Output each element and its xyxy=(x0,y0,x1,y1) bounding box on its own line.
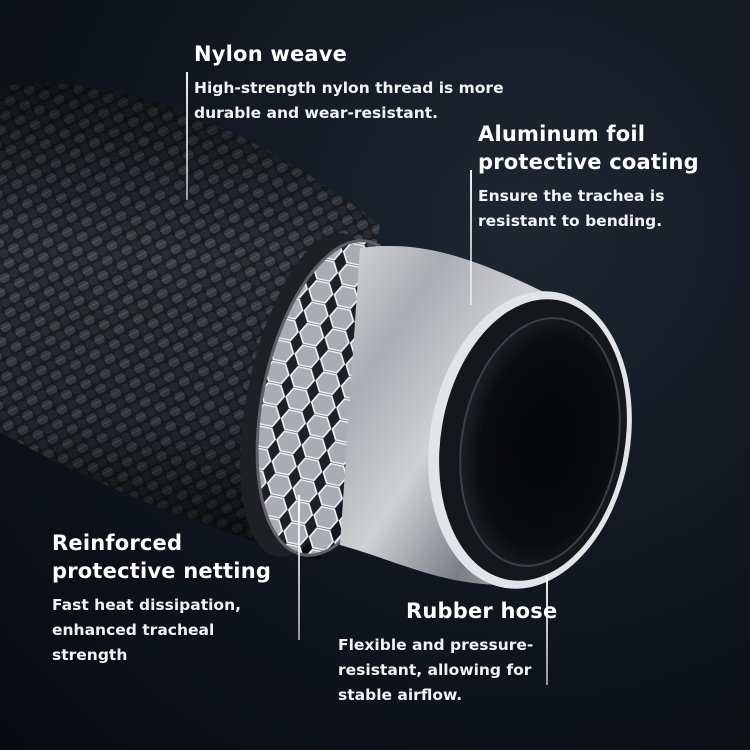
callout-title-line: Reinforced xyxy=(52,531,183,555)
callout-rubber-hose: Rubber hose Flexible and pressure- resis… xyxy=(338,597,557,708)
callout-title: Reinforced protective netting xyxy=(52,529,271,585)
callout-title-line: protective coating xyxy=(478,150,699,174)
callout-title-line: Aluminum foil xyxy=(478,122,646,146)
callout-desc-line: enhanced tracheal xyxy=(52,621,215,639)
callout-desc-line: stable airflow. xyxy=(338,686,463,704)
callout-description: Fast heat dissipation, enhanced tracheal… xyxy=(52,593,271,668)
callout-title-line: protective netting xyxy=(52,559,272,583)
callout-desc-line: High-strength nylon thread is more xyxy=(194,79,504,97)
callout-desc-line: strength xyxy=(52,646,128,664)
nylon-leader-line xyxy=(186,72,188,200)
callout-desc-line: Flexible and pressure- xyxy=(338,636,534,654)
rubber-leader-line xyxy=(546,575,548,685)
callout-description: Flexible and pressure- resistant, allowi… xyxy=(338,633,557,708)
callout-title: Aluminum foil protective coating xyxy=(478,120,699,176)
callout-nylon-weave: Nylon weave High-strength nylon thread i… xyxy=(194,40,504,126)
callout-aluminum-foil: Aluminum foil protective coating Ensure … xyxy=(478,120,699,234)
netting-leader-line xyxy=(298,495,300,640)
callout-description: High-strength nylon thread is more durab… xyxy=(194,76,504,126)
aluminum-leader-line xyxy=(470,170,472,305)
callout-description: Ensure the trachea is resistant to bendi… xyxy=(478,184,699,234)
callout-desc-line: resistant to bending. xyxy=(478,212,663,230)
callout-title: Nylon weave xyxy=(194,42,348,66)
callout-title: Rubber hose xyxy=(406,599,558,623)
callout-desc-line: durable and wear-resistant. xyxy=(194,104,439,122)
callout-desc-line: Ensure the trachea is xyxy=(478,187,665,205)
callout-desc-line: Fast heat dissipation, xyxy=(52,596,242,614)
callout-reinforced-netting: Reinforced protective netting Fast heat … xyxy=(52,529,271,668)
callout-desc-line: resistant, allowing for xyxy=(338,661,532,679)
